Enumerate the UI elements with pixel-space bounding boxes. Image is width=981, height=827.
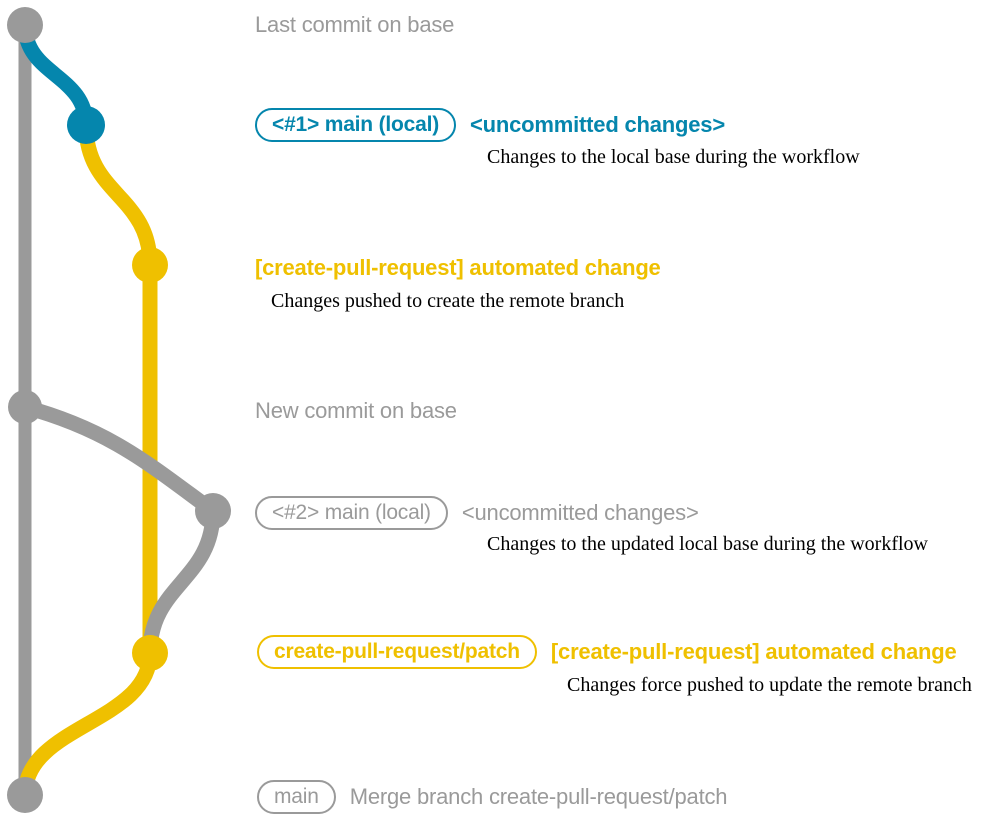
edge-local1-to-automated1 xyxy=(78,117,158,273)
edge-newbase-to-local2 xyxy=(17,399,221,519)
commit-row-local-2: <#2> main (local) <uncommitted changes> xyxy=(255,496,699,530)
commit-note-automated-1: Changes pushed to create the remote bran… xyxy=(271,290,625,312)
commit-node-automated-1[interactable] xyxy=(132,247,168,283)
commit-row-local-1: <#1> main (local) <uncommitted changes> xyxy=(255,108,725,142)
commit-note-automated-2: Changes force pushed to update the remot… xyxy=(567,674,972,696)
commit-node-local-2[interactable] xyxy=(195,493,231,529)
commit-note-local-2: Changes to the updated local base during… xyxy=(487,533,928,555)
ref-pill-create-pull-request-patch[interactable]: create-pull-request/patch xyxy=(257,635,537,669)
commit-subject-automated-1: [create-pull-request] automated change xyxy=(255,255,661,280)
commit-row-automated-2: create-pull-request/patch [create-pull-r… xyxy=(257,635,957,669)
commit-subject-local-2: <uncommitted changes> xyxy=(461,500,699,525)
ref-pill-main[interactable]: main xyxy=(257,780,336,814)
commit-node-last-base[interactable] xyxy=(7,7,43,43)
ref-pill-main-local-1[interactable]: <#1> main (local) xyxy=(255,108,457,142)
commit-subject-local-1: <uncommitted changes> xyxy=(470,112,725,137)
commit-row-merge: main Merge branch create-pull-request/pa… xyxy=(257,780,728,814)
ref-pill-main-local-2[interactable]: <#2> main (local) xyxy=(255,496,448,530)
commit-subject-last-base: Last commit on base xyxy=(255,12,455,37)
commit-node-local-1[interactable] xyxy=(67,106,105,144)
commit-subject-new-base: New commit on base xyxy=(255,398,457,423)
commit-node-automated-2[interactable] xyxy=(132,635,168,671)
commit-subject-merge: Merge branch create-pull-request/patch xyxy=(349,784,728,809)
edge-automated2-to-merge xyxy=(17,645,158,803)
commit-node-new-base[interactable] xyxy=(8,390,42,424)
edge-local2-to-automated2 xyxy=(142,503,221,661)
commit-note-local-1: Changes to the local base during the wor… xyxy=(487,146,860,168)
commit-subject-automated-2: [create-pull-request] automated change xyxy=(550,639,957,664)
commit-node-merge[interactable] xyxy=(7,777,43,813)
